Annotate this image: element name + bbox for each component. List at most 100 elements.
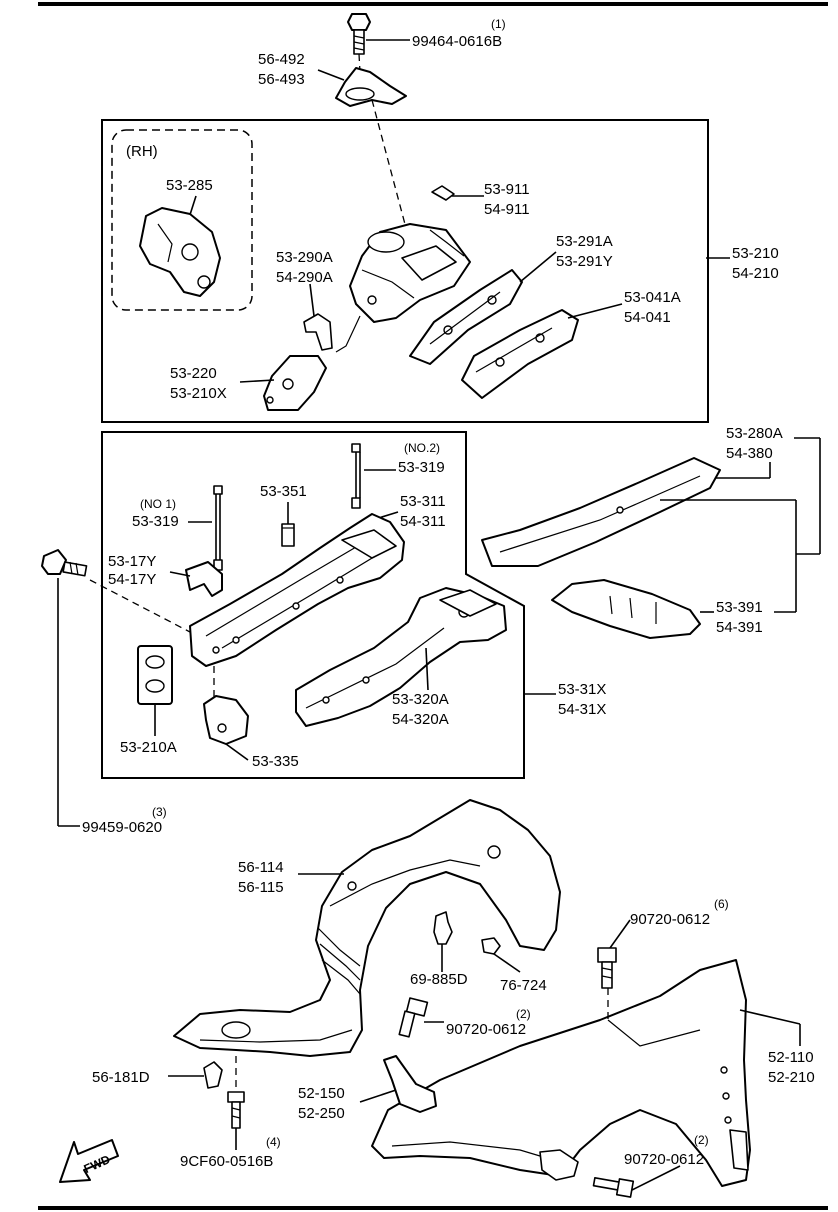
member-53-320A-drawing [295,587,507,727]
callout-54-391: 54-391 [716,619,763,636]
bracket-53-220-drawing [263,355,327,411]
callout-rh: (RH) [126,143,158,160]
callout-num-2b: (2) [694,1133,709,1147]
bolt-99459-drawing [41,549,88,577]
callout-53-280A: 53-280A [726,425,783,442]
callout-90720-0612-2a: 90720-0612 [446,1021,526,1038]
callout-53-285: 53-285 [166,177,213,194]
bracket-56-492-drawing [335,67,407,107]
callout-69-885D: 69-885D [410,971,468,988]
callout-56-181D: 56-181D [92,1069,150,1086]
callout-54-320A: 54-320A [392,711,449,728]
leader-53-290A [309,283,315,317]
callout-54-290A: 54-290A [276,269,333,286]
bolt-53-319-no2-drawing [351,443,361,509]
leader-53-041A [567,303,623,319]
callout-99464-0616B: 99464-0616B [412,33,502,50]
liner-56-114-drawing [173,799,561,1057]
callout-90720-0612-6: 90720-0612 [630,911,710,928]
callout-54-380: 54-380 [726,445,773,462]
callout-num-4: (4) [266,1135,281,1149]
fender-52-110-drawing [371,959,751,1187]
leader-dashed [89,579,191,633]
panel-53-291A-drawing [409,269,523,365]
callout-53-041A: 53-041A [624,289,681,306]
callout-56-114: 56-114 [238,859,284,876]
frame-member-drawing [189,513,405,667]
leader-52-110 [739,1009,801,1025]
callout-num-3: (3) [152,805,167,819]
callout-56-492: 56-492 [258,51,305,68]
rh-dashed-box [111,129,253,311]
leader-53-220 [239,379,275,383]
callout-52-250: 52-250 [298,1105,345,1122]
callout-90720-0612-2b: 90720-0612 [624,1151,704,1168]
callout-53-311: 53-311 [400,493,446,510]
rail-53-280A-drawing [481,457,721,567]
callout-76-724: 76-724 [500,977,547,994]
leader-53-320A [425,647,429,691]
clip-53-911-drawing [431,185,455,201]
callout-54-041: 54-041 [624,309,671,326]
callout-56-493: 56-493 [258,71,305,88]
callout-53-391: 53-391 [716,599,763,616]
callout-53-210A: 53-210A [120,739,177,756]
clip-69-885D-drawing [433,911,453,945]
callout-9CF60-0516B: 9CF60-0516B [180,1153,273,1170]
callout-num-1: (1) [491,17,506,31]
callout-53-291A: 53-291A [556,233,613,250]
leader-52-150 [359,1089,397,1103]
callout-52-110: 52-110 [768,1049,814,1066]
callout-54-311: 54-311 [400,513,446,530]
callout-52-150: 52-150 [298,1085,345,1102]
callout-54-911: 54-911 [484,201,530,218]
fwd-arrow-icon: FWD [59,1139,119,1183]
leader-76-724 [493,953,521,973]
screw-90720-6-drawing [597,947,617,989]
screw-90720-2b-drawing [592,1177,635,1198]
leader-53-291A [519,251,557,283]
callout-53-31X: 53-31X [558,681,606,698]
callout-53-291Y: 53-291Y [556,253,613,270]
callout-53-319-no1: 53-319 [132,513,179,530]
bolt-53-319-no1-drawing [213,485,223,571]
screw-9CF60-drawing [227,1091,245,1129]
clip-76-724-drawing [481,937,501,955]
apron-53-210-drawing [335,223,471,353]
callout-54-210: 54-210 [732,265,779,282]
callout-99459-0620: 99459-0620 [82,819,162,836]
callout-num-6: (6) [714,897,729,911]
bracket-53-290A-drawing [303,313,333,351]
bracket-53-335-drawing [203,695,249,745]
clip-56-181D-drawing [203,1061,223,1089]
callout-52-210: 52-210 [768,1069,815,1086]
callout-53-320A: 53-320A [392,691,449,708]
callout-53-335: 53-335 [252,753,299,770]
callout-num-2a: (2) [516,1007,531,1021]
leader-bracket-56 [317,69,345,81]
pin-53-351-drawing [281,523,295,547]
bracket-52-150-drawing [383,1055,437,1113]
group-box-apron [101,119,709,423]
leader-53-17Y [169,571,191,577]
callout-no2: (NO.2) [404,441,440,455]
rh-part-53-285-drawing [139,207,221,297]
plate-53-210A-drawing [137,645,173,705]
callout-53-319-no2: 53-319 [398,459,445,476]
bracket-53-17Y-drawing [185,561,223,597]
bolt-99464-drawing [347,13,371,55]
rail-53-041A-drawing [461,309,579,399]
screw-90720-2a-drawing [398,997,429,1038]
callout-53-290A: 53-290A [276,249,333,266]
callout-no1: (NO 1) [140,497,176,511]
callout-54-17Y: 54-17Y [108,571,156,588]
leader-90720-2b [631,1165,681,1191]
leader-90720-6 [609,919,631,949]
group-box-frame [101,431,525,779]
callout-56-115: 56-115 [238,879,284,896]
callout-53-351: 53-351 [260,483,307,500]
callout-53-17Y: 53-17Y [108,553,156,570]
callout-53-210: 53-210 [732,245,779,262]
leader-dashed [371,99,407,229]
